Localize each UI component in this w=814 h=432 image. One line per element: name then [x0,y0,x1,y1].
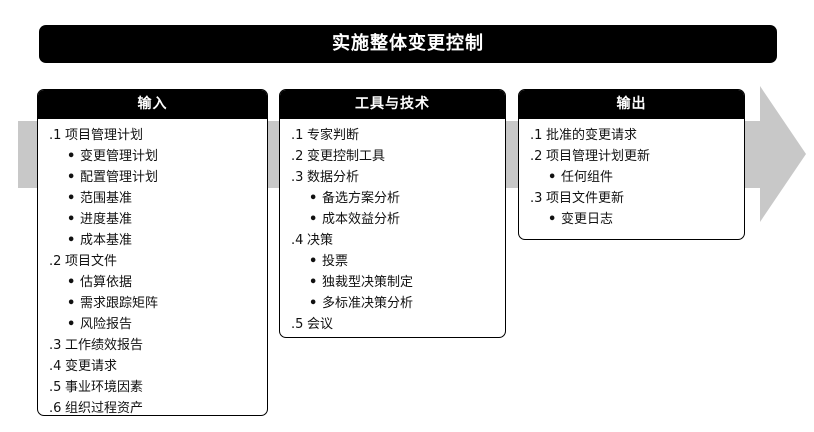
sub-item: • 需求跟踪矩阵 [49,293,263,314]
item-text: 投票 [322,254,349,269]
item-text: 变更控制工具 [307,149,386,164]
item-number: .2 [291,149,304,164]
sub-item: • 估算依据 [49,272,263,293]
bullet-marker: • [548,170,557,185]
bullet-marker: • [67,233,76,248]
item-text: 批准的变更请求 [546,128,638,143]
item-text: 进度基准 [80,212,133,227]
sub-item: • 范围基准 [49,188,263,209]
item-number: .3 [291,170,304,185]
item-text: 会议 [307,317,334,332]
item-text: 项目管理计划 [65,128,144,143]
bullet-marker: • [67,317,76,332]
item-text: 配置管理计划 [80,170,159,185]
item-number: .2 [49,254,62,269]
bullet-marker: • [67,296,76,311]
item-text: 成本效益分析 [322,212,401,227]
item-text: 备选方案分析 [322,191,401,206]
bullet-marker: • [309,212,318,227]
item-text: 项目文件 [65,254,118,269]
item-text: 工作绩效报告 [65,338,144,353]
item-text: 独裁型决策制定 [322,275,414,290]
item-text: 范围基准 [80,191,133,206]
item-number: .2 [530,149,543,164]
item-text: 成本基准 [80,233,133,248]
item-number: .1 [530,128,543,143]
bullet-marker: • [309,296,318,311]
item-text: 专家判断 [307,128,360,143]
item-text: 项目文件更新 [546,191,625,206]
sub-item: • 任何组件 [530,167,740,188]
item-number: .6 [49,401,62,416]
bullet-marker: • [67,212,76,227]
sub-item: • 进度基准 [49,209,263,230]
bullet-marker: • [67,170,76,185]
bullet-marker: • [67,149,76,164]
item-text: 决策 [307,233,334,248]
item-number: .4 [291,233,304,248]
sub-item: • 投票 [291,251,501,272]
bullet-marker: • [67,275,76,290]
item-number: .3 [49,338,62,353]
bullet-marker: • [309,275,318,290]
item-text: 风险报告 [80,317,133,332]
item-text: 估算依据 [80,275,133,290]
bullet-marker: • [548,212,557,227]
sub-item: • 变更管理计划 [49,146,263,167]
item-number: .5 [291,317,304,332]
item-text: 变更请求 [65,359,118,374]
page-title: 实施整体变更控制 [39,25,777,63]
tools-header: 工具与技术 [280,90,505,119]
item-number: .3 [530,191,543,206]
item-text: 项目管理计划更新 [546,149,651,164]
bullet-marker: • [309,191,318,206]
sub-item: • 成本基准 [49,230,263,251]
sub-item: • 变更日志 [530,209,740,230]
item-text: 事业环境因素 [65,380,144,395]
item-text: 变更日志 [561,212,614,227]
item-number: .5 [49,380,62,395]
item-number: .4 [49,359,62,374]
sub-item: • 风险报告 [49,314,263,335]
inputs-header: 输入 [38,90,267,119]
item-text: 需求跟踪矩阵 [80,296,159,311]
item-text: 任何组件 [561,170,614,185]
sub-item: • 多标准决策分析 [291,293,501,314]
sub-item: • 备选方案分析 [291,188,501,209]
item-text: 数据分析 [307,170,360,185]
bullet-marker: • [67,191,76,206]
item-number: .1 [49,128,62,143]
sub-item: • 独裁型决策制定 [291,272,501,293]
bullet-marker: • [309,254,318,269]
item-number: .1 [291,128,304,143]
sub-item: • 成本效益分析 [291,209,501,230]
item-text: 组织过程资产 [65,401,144,416]
outputs-header: 输出 [519,90,744,119]
item-text: 多标准决策分析 [322,296,414,311]
item-text: 变更管理计划 [80,149,159,164]
sub-item: • 配置管理计划 [49,167,263,188]
